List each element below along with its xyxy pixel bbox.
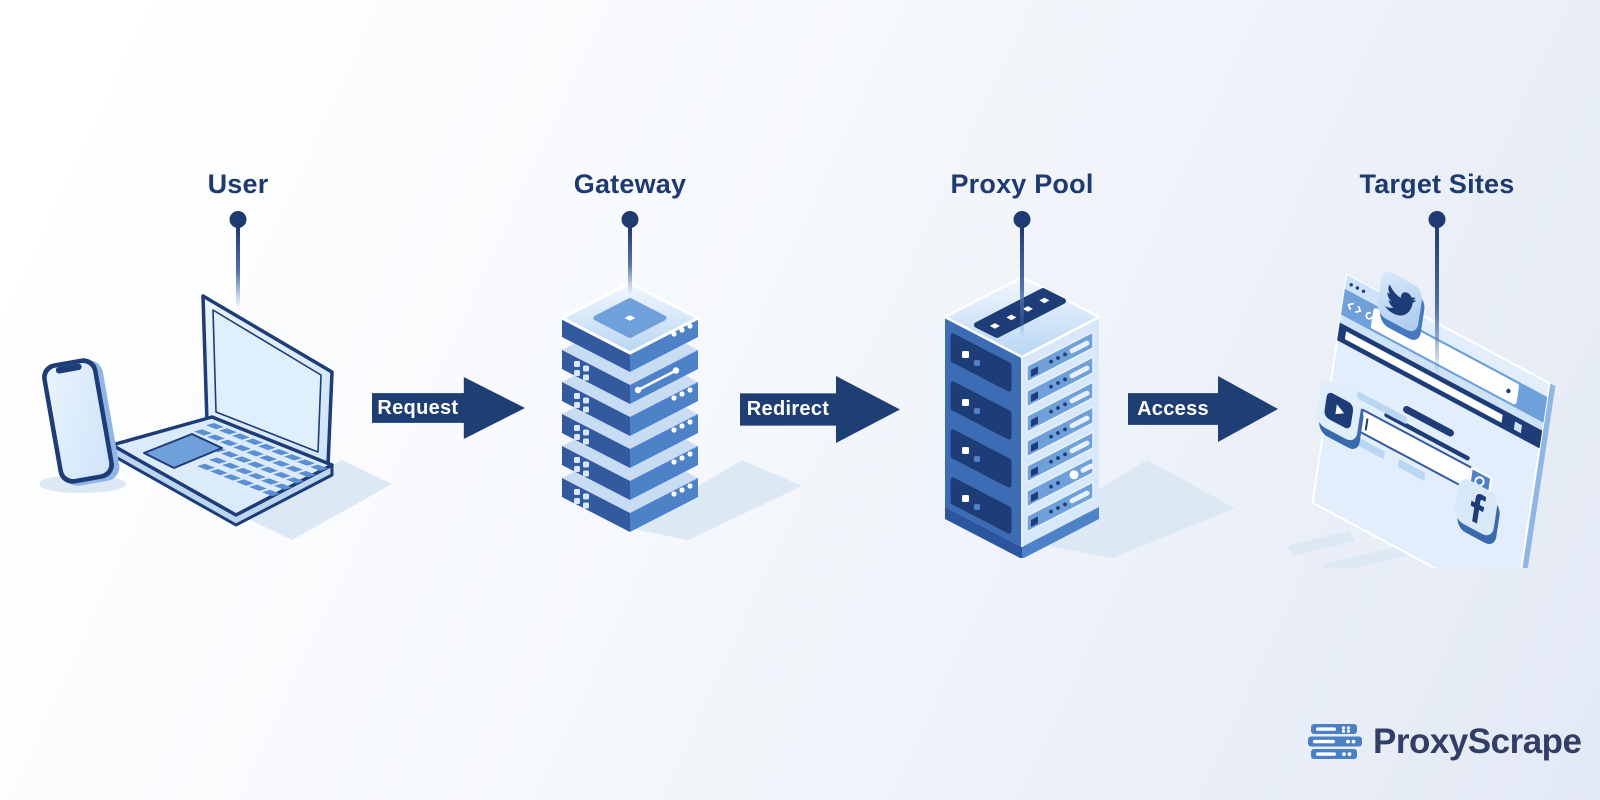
window-control-dots: [1349, 283, 1366, 293]
logo-text: ProxyScrape: [1373, 722, 1582, 761]
page-subheading-line: [1384, 412, 1470, 461]
proxy-pool-illustration: [943, 275, 1235, 558]
page-heading-line: [1403, 406, 1454, 437]
connector-dot-user: [229, 211, 247, 228]
banner-chip: [1513, 421, 1522, 434]
redirect-arrow-label: Redirect: [746, 398, 830, 420]
user-illustration: [40, 294, 392, 540]
page-chip: [1356, 391, 1408, 425]
node-label-user: User: [207, 169, 269, 199]
laptop-shadow: [240, 460, 392, 540]
browser-side-edge: [1521, 383, 1556, 568]
laptop: [110, 294, 334, 527]
server-stack: [560, 281, 700, 532]
refresh-icon: [1365, 311, 1374, 320]
tower-rack-bars: [1026, 331, 1094, 533]
access-arrow-label: Access: [1137, 397, 1209, 420]
facebook-f: [1470, 494, 1487, 524]
connector-line-gateway: [628, 226, 632, 294]
node-label-proxy-pool: Proxy Pool: [950, 169, 1094, 199]
request-arrow-label: Request: [377, 396, 459, 419]
url-search-icon: [1506, 388, 1511, 394]
node-label-gateway: Gateway: [573, 169, 687, 199]
forward-icon: [1354, 305, 1362, 313]
target-sites-illustration: [1287, 272, 1556, 568]
search-caret: [1364, 418, 1369, 431]
connector-line-proxy-pool: [1020, 226, 1024, 338]
twitter-icon: [1377, 272, 1425, 340]
toolbar-gap-band: [1339, 314, 1544, 431]
server-tower: [943, 275, 1101, 558]
tower-base-left: [945, 507, 1022, 558]
laptop-touchpad: [143, 433, 223, 469]
server-top-cap: [560, 281, 700, 372]
connector-line-user: [236, 226, 240, 308]
play-icon: [1335, 404, 1345, 415]
facebook-icon: [1454, 479, 1500, 545]
streak-shadow: [1287, 531, 1355, 556]
proxyscrape-logo: ProxyScrape: [1308, 722, 1582, 762]
connector-dot-gateway: [621, 211, 639, 228]
streak-shadow: [1323, 546, 1407, 568]
gateway-illustration: [560, 281, 802, 540]
twitter-bird: [1384, 284, 1417, 316]
banner-slit: [1344, 331, 1503, 423]
link-cable: [636, 369, 678, 392]
node-label-target-sites: Target Sites: [1359, 169, 1515, 199]
tower-base-right: [1022, 507, 1099, 558]
phone-screen: [46, 362, 110, 480]
youtube-icon: [1316, 381, 1364, 449]
tower-left-panels: [950, 333, 1012, 534]
connector-dot-proxy-pool: [1013, 211, 1031, 228]
gateway-shadow: [628, 460, 802, 540]
smartphone: [42, 358, 120, 486]
back-icon: [1347, 302, 1354, 310]
laptop-screen-panel: [212, 309, 322, 453]
connector-line-target-sites: [1435, 226, 1439, 376]
browser-nav-icons: [1347, 302, 1374, 320]
phone-notch: [55, 363, 82, 374]
connector-dot-target-sites: [1428, 211, 1446, 228]
laptop-deck: [110, 415, 334, 517]
logo-server-icon: [1308, 724, 1362, 759]
laptop-keyboard: [182, 423, 328, 497]
